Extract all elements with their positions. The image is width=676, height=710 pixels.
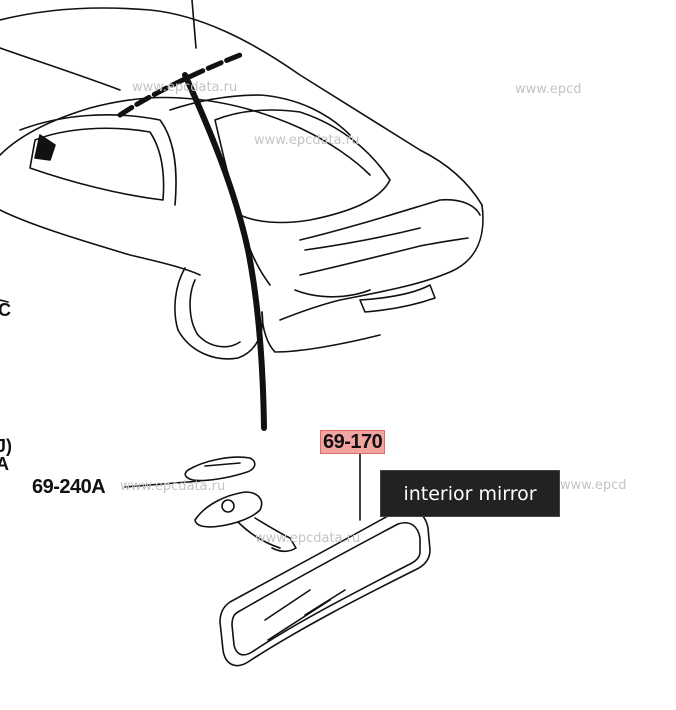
tooltip: interior mirror — [380, 470, 560, 517]
edge-label-a: A — [0, 454, 9, 474]
leader-line-top — [191, 0, 197, 49]
car-outline — [0, 7, 484, 360]
roof-strip — [117, 52, 243, 118]
rear-view-mirror — [219, 508, 431, 667]
edge-label-bracket: J) — [0, 436, 13, 456]
mirror-base — [194, 491, 297, 553]
leader-line-main — [182, 72, 267, 431]
watermark: www.epcd — [515, 82, 582, 97]
watermark: www.epcdata.ru — [255, 531, 361, 546]
watermark: www.epcd — [560, 478, 627, 493]
watermark: www.epcdata.ru — [254, 133, 360, 148]
part-label-mirror[interactable]: 69-170 — [320, 430, 386, 454]
part-label-mount[interactable]: 69-240A — [32, 476, 106, 498]
edge-label-c: C — [0, 300, 11, 320]
watermark: www.epcdata.ru — [120, 479, 226, 494]
leader-line-mount — [124, 480, 201, 488]
watermark: www.epcdata.ru — [132, 80, 238, 95]
mount-cover — [184, 456, 256, 482]
